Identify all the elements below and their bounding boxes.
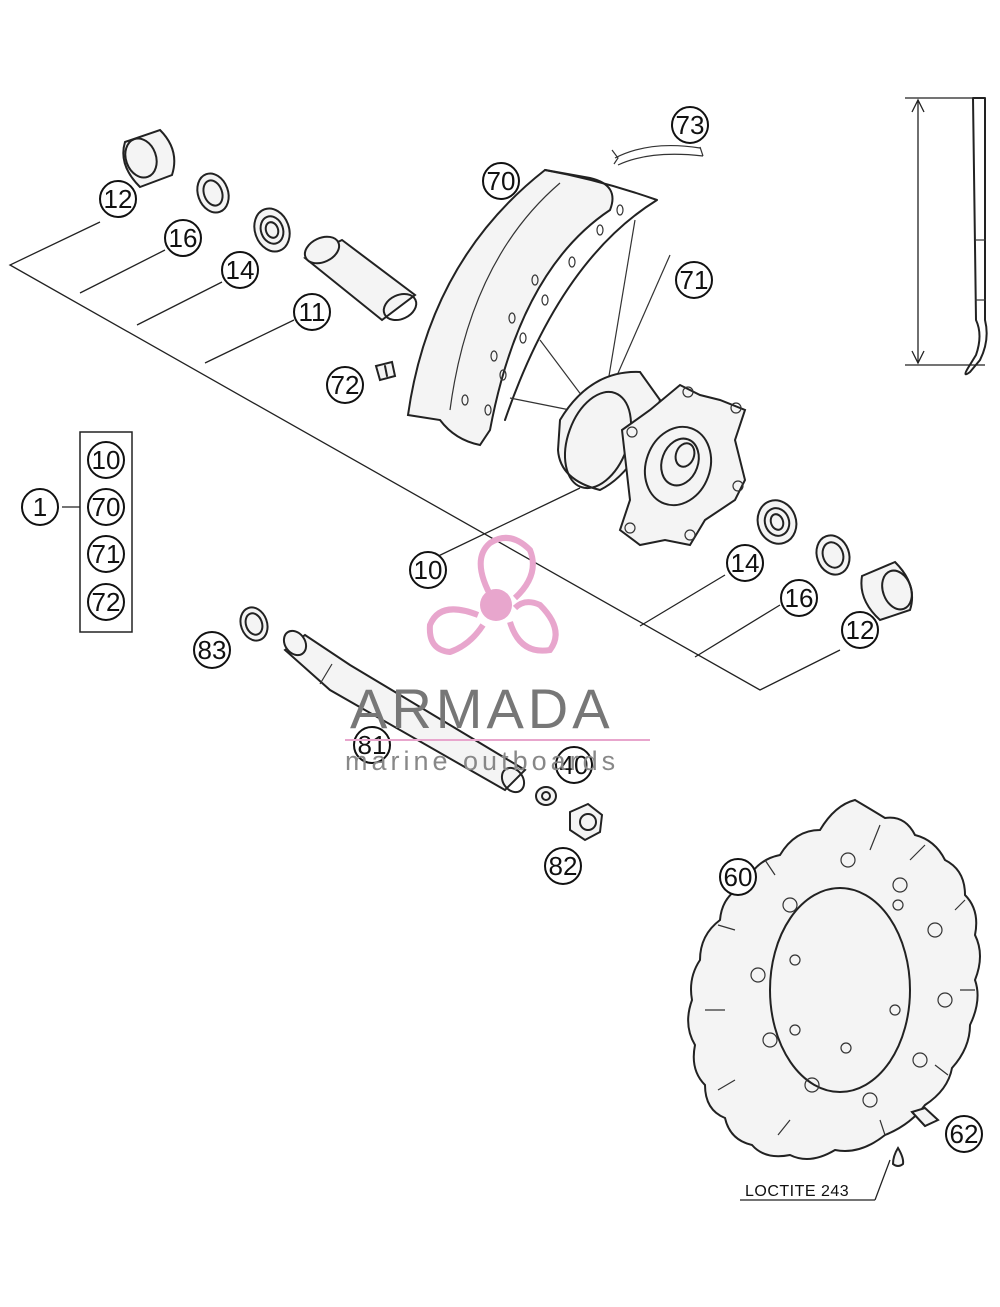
svg-text:10: 10 bbox=[92, 445, 121, 475]
propeller-logo-icon bbox=[426, 534, 559, 656]
svg-text:ARMADA: ARMADA bbox=[350, 677, 614, 740]
svg-text:60: 60 bbox=[724, 862, 753, 892]
svg-text:1: 1 bbox=[33, 492, 47, 522]
callout-82: 82 bbox=[544, 847, 582, 885]
svg-text:81: 81 bbox=[358, 730, 387, 760]
group-member-70: 70 bbox=[87, 488, 125, 526]
callout-14-right: 14 bbox=[726, 544, 764, 582]
callout-40: 40 bbox=[555, 746, 593, 784]
svg-text:16: 16 bbox=[785, 583, 814, 613]
loctite-drop bbox=[891, 1146, 905, 1167]
svg-text:72: 72 bbox=[331, 370, 360, 400]
svg-text:62: 62 bbox=[950, 1119, 979, 1149]
svg-text:72: 72 bbox=[92, 587, 121, 617]
svg-text:73: 73 bbox=[676, 110, 705, 140]
washer bbox=[535, 786, 557, 806]
callout-12-left: 12 bbox=[99, 180, 137, 218]
group-member-10: 10 bbox=[87, 441, 125, 479]
svg-text:12: 12 bbox=[104, 184, 133, 214]
axle bbox=[282, 629, 527, 794]
callout-1: 1 bbox=[21, 488, 59, 526]
rim bbox=[406, 168, 658, 447]
callout-73: 73 bbox=[671, 106, 709, 144]
svg-text:70: 70 bbox=[92, 492, 121, 522]
svg-text:11: 11 bbox=[299, 297, 326, 327]
svg-text:14: 14 bbox=[226, 255, 255, 285]
svg-text:82: 82 bbox=[549, 851, 578, 881]
axle-nut bbox=[569, 802, 604, 842]
bearing-right bbox=[756, 499, 798, 545]
group-member-72: 72 bbox=[87, 583, 125, 621]
spacer-tube bbox=[303, 235, 418, 322]
callout-70: 70 bbox=[482, 162, 520, 200]
callout-83: 83 bbox=[193, 631, 231, 669]
svg-text:70: 70 bbox=[487, 166, 516, 196]
bushing-left bbox=[122, 128, 176, 189]
disc-bolt bbox=[910, 1106, 940, 1128]
svg-text:83: 83 bbox=[198, 635, 227, 665]
callout-71-top: 71 bbox=[675, 261, 713, 299]
svg-text:71: 71 bbox=[92, 539, 121, 569]
callout-16-left: 16 bbox=[164, 219, 202, 257]
bushing-right bbox=[860, 560, 914, 622]
seal-left bbox=[196, 172, 230, 214]
svg-text:40: 40 bbox=[560, 750, 589, 780]
seal-right bbox=[815, 534, 851, 576]
svg-text:16: 16 bbox=[169, 223, 198, 253]
callout-81: 81 bbox=[353, 726, 391, 764]
callout-72-top: 72 bbox=[326, 366, 364, 404]
svg-text:14: 14 bbox=[731, 548, 760, 578]
callout-12-right: 12 bbox=[841, 611, 879, 649]
callout-14-left: 14 bbox=[221, 251, 259, 289]
brake-disc bbox=[687, 798, 981, 1160]
group-box bbox=[79, 431, 133, 633]
callout-60: 60 bbox=[719, 858, 757, 896]
bearing-left bbox=[253, 207, 291, 253]
svg-text:10: 10 bbox=[414, 555, 443, 585]
callout-11: 11 bbox=[293, 293, 331, 331]
watermark: ARMADA marine outboards bbox=[345, 534, 650, 776]
callout-62: 62 bbox=[945, 1115, 983, 1153]
seal-ring bbox=[239, 606, 269, 642]
rim-tape bbox=[611, 144, 704, 166]
loctite-note: LOCTITE 243 bbox=[745, 1183, 849, 1200]
callout-10-hub: 10 bbox=[409, 551, 447, 589]
leader-lines bbox=[8, 221, 891, 1201]
group-member-71: 71 bbox=[87, 535, 125, 573]
hub bbox=[556, 370, 747, 547]
svg-text:12: 12 bbox=[846, 615, 875, 645]
svg-text:marine outboards: marine outboards bbox=[345, 746, 619, 776]
svg-text:71: 71 bbox=[680, 265, 709, 295]
spoke-nipple bbox=[374, 360, 397, 382]
callout-16-right: 16 bbox=[780, 579, 818, 617]
spoke-reference bbox=[905, 97, 988, 376]
